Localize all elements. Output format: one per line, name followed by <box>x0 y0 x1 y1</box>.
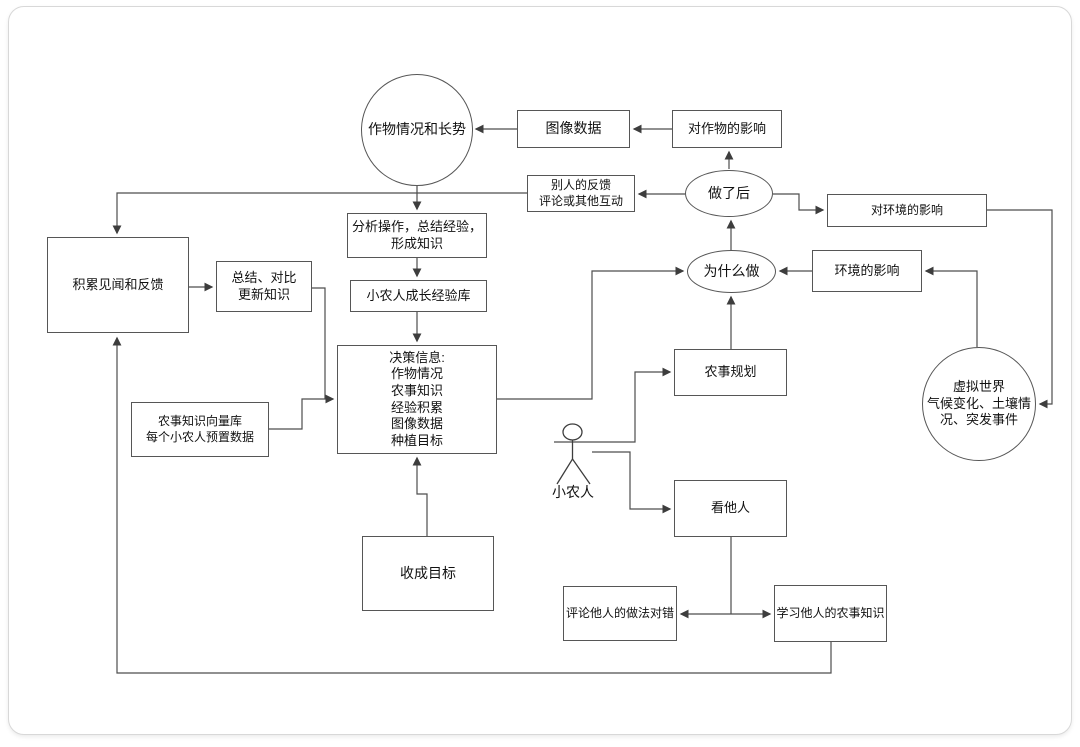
edge-learn-to-accumulate <box>112 336 832 674</box>
node-harvest-goal: 收成目标 <box>362 536 494 611</box>
edge-summarize-to-decision <box>312 287 326 399</box>
node-crop-status: 作物情况和长势 <box>361 74 473 186</box>
node-comment-others: 评论他人的做法对错 <box>563 586 677 641</box>
node-others-feedback: 别人的反馈 评论或其他互动 <box>527 175 635 212</box>
node-accumulate-feedback: 积累见闻和反馈 <box>47 237 189 333</box>
node-farming-knowledge-db: 农事知识向量库 每个小农人预置数据 <box>131 402 269 457</box>
node-virtual-world: 虚拟世界 气候变化、土壤情 况、突发事件 <box>922 347 1036 461</box>
edge-farmer-to-farm-planning <box>554 367 672 443</box>
edge-impact-env-to-virtual-world <box>987 209 1053 409</box>
node-farm-planning: 农事规划 <box>674 349 787 396</box>
node-after-doing: 做了后 <box>685 170 773 217</box>
edge-decision-to-why-do <box>497 266 685 400</box>
farmer-label: 小农人 <box>552 484 594 501</box>
flowchart-canvas: 作物情况和长势 图像数据 对作物的影响 别人的反馈 评论或其他互动 做了后 对环… <box>9 7 1080 747</box>
node-learn-others: 学习他人的农事知识 <box>774 585 887 642</box>
edge-others-feedback-to-accumulate <box>112 192 527 235</box>
edge-farmer-to-watch-others <box>592 451 672 514</box>
farmer-figure <box>556 423 591 485</box>
connector-layer <box>112 124 1053 674</box>
node-decision-info: 决策信息: 作物情况 农事知识 经验积累 图像数据 种植目标 <box>337 345 497 454</box>
node-analyze-operations: 分析操作，总结经验， 形成知识 <box>347 213 487 258</box>
node-growth-experience-db: 小农人成长经验库 <box>350 280 487 312</box>
node-image-data: 图像数据 <box>517 110 630 148</box>
node-summarize-update: 总结、对比 更新知识 <box>216 261 312 312</box>
node-environment-influence: 环境的影响 <box>812 250 922 292</box>
edge-after-doing-to-impact-env <box>773 193 825 215</box>
edge-knowledge-db-to-decision <box>269 394 335 430</box>
node-impact-on-environment: 对环境的影响 <box>827 194 987 227</box>
edge-virtual-world-to-env-influence <box>924 266 978 347</box>
diagram-card: 作物情况和长势 图像数据 对作物的影响 别人的反馈 评论或其他互动 做了后 对环… <box>8 6 1072 735</box>
node-impact-on-crops: 对作物的影响 <box>672 110 782 148</box>
node-why-do: 为什么做 <box>687 250 776 293</box>
node-watch-others: 看他人 <box>674 480 787 537</box>
farmer-head <box>562 423 583 441</box>
farmer-legs <box>556 457 591 485</box>
edge-harvest-to-decision <box>412 456 428 536</box>
